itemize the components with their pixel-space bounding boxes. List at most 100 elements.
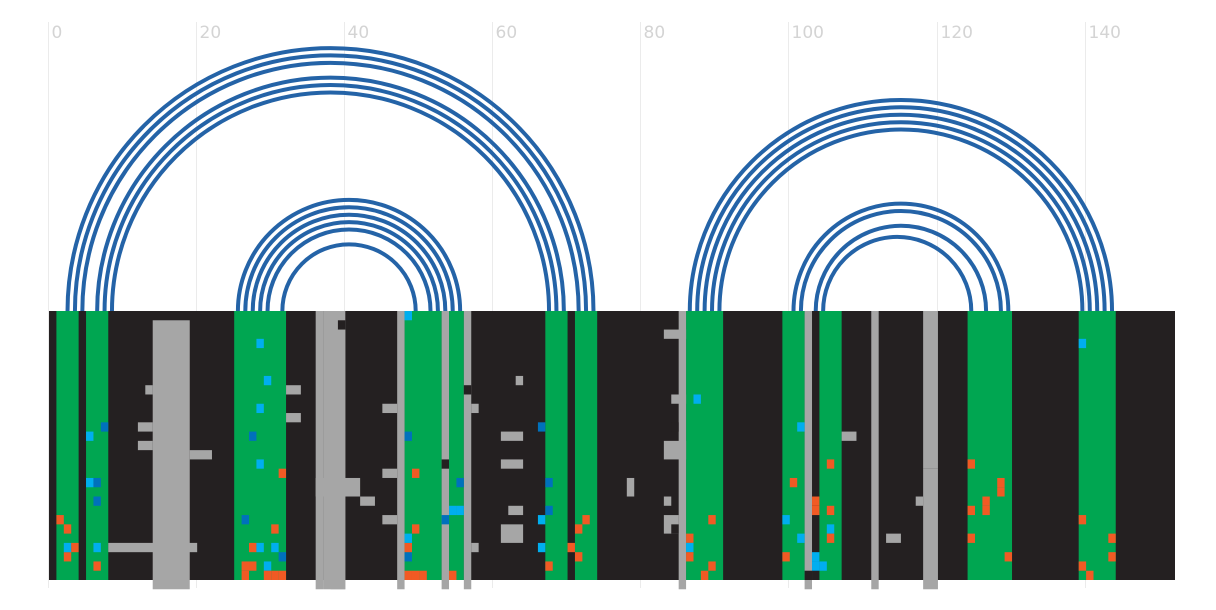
mark-cyan <box>404 311 412 321</box>
mark-orange <box>93 561 101 571</box>
grey-feature <box>315 311 324 590</box>
mark-blue <box>100 422 109 432</box>
mark-orange <box>982 496 990 506</box>
grey-feature <box>463 311 472 590</box>
dark-cell <box>671 524 679 534</box>
mark-cyan <box>63 542 72 553</box>
mark-orange <box>582 515 590 525</box>
mark-cyan <box>86 431 94 441</box>
dark-cell <box>671 422 679 432</box>
mark-cyan <box>812 561 820 571</box>
mark-cyan <box>263 375 272 386</box>
mark-orange <box>63 524 72 534</box>
paired-region <box>86 311 109 580</box>
base-pair-arc <box>821 235 974 312</box>
mark-cyan <box>93 542 101 553</box>
mark-blue <box>537 422 546 432</box>
base-pair-arc <box>243 205 455 312</box>
base-pair-arc <box>791 202 1011 312</box>
grey-feature <box>315 477 361 497</box>
grey-feature <box>804 311 813 590</box>
grey-feature <box>500 459 524 469</box>
mark-orange <box>1078 515 1087 525</box>
mark-cyan <box>812 552 820 562</box>
mark-orange <box>574 552 583 562</box>
grey-feature <box>286 413 301 423</box>
mark-blue <box>249 431 257 441</box>
mark-orange <box>812 505 820 516</box>
mark-cyan <box>797 533 805 543</box>
paired-region <box>782 311 805 580</box>
mark-orange <box>411 524 420 534</box>
mark-cyan <box>256 542 264 553</box>
grey-feature <box>471 542 479 553</box>
mark-orange <box>404 570 412 580</box>
mark-orange <box>826 533 835 543</box>
base-pair-arc <box>717 127 1085 312</box>
mark-blue <box>456 477 464 488</box>
mark-cyan <box>86 477 94 488</box>
paired-region <box>574 311 598 580</box>
mark-orange <box>826 505 835 516</box>
mark-orange <box>700 570 709 580</box>
mark-orange <box>56 515 64 525</box>
mark-cyan <box>256 403 264 414</box>
mark-orange <box>411 468 420 478</box>
paired-region <box>56 311 79 580</box>
base-pair-arc <box>710 120 1092 312</box>
helix-4 <box>791 202 1011 312</box>
base-pair-arc <box>102 83 559 312</box>
helix-1 <box>65 46 596 312</box>
base-pair-arc <box>258 220 440 312</box>
mark-orange <box>449 570 457 580</box>
mark-cyan <box>797 422 805 432</box>
base-pair-arc <box>80 60 581 312</box>
mark-cyan <box>263 561 272 571</box>
mark-orange <box>708 515 716 525</box>
arc-groups <box>65 46 1115 312</box>
mark-orange <box>1086 570 1094 580</box>
base-pair-arc <box>798 209 1003 312</box>
grey-feature <box>382 515 398 525</box>
mark-cyan <box>686 542 694 553</box>
x-tick-label: 20 <box>200 23 222 43</box>
mark-orange <box>997 477 1005 488</box>
grey-feature <box>515 375 524 386</box>
mark-blue <box>441 515 450 525</box>
paired-region <box>234 311 287 580</box>
x-tick-label: 80 <box>644 23 666 43</box>
grey-feature <box>871 311 879 590</box>
grey-feature <box>508 505 524 516</box>
mark-orange <box>789 477 798 488</box>
mark-orange <box>1004 552 1013 562</box>
grey-feature <box>626 477 635 497</box>
grey-feature <box>923 468 938 590</box>
mark-cyan <box>404 533 412 543</box>
mark-orange <box>1108 552 1116 562</box>
grey-feature <box>663 440 687 460</box>
mark-orange <box>249 542 257 553</box>
grey-feature <box>382 403 398 414</box>
mark-cyan <box>1078 338 1087 349</box>
mark-orange <box>708 561 716 571</box>
mark-orange <box>249 561 257 571</box>
mark-orange <box>997 487 1005 497</box>
base-pair-arc <box>109 90 552 312</box>
sequence-track <box>49 311 1175 590</box>
grey-feature <box>841 431 857 441</box>
grey-feature <box>360 496 375 506</box>
mark-orange <box>63 552 72 562</box>
base-pair-arc <box>65 46 596 312</box>
mark-cyan <box>693 394 701 404</box>
grey-feature <box>108 542 198 553</box>
grey-feature <box>189 450 212 460</box>
base-pair-arc <box>280 242 418 312</box>
mark-cyan <box>256 338 264 349</box>
dark-cell <box>441 459 450 469</box>
mark-cyan <box>456 505 464 516</box>
mark-cyan <box>449 505 457 516</box>
mark-orange <box>782 552 790 562</box>
grey-feature <box>671 394 687 404</box>
grey-feature <box>441 311 450 590</box>
